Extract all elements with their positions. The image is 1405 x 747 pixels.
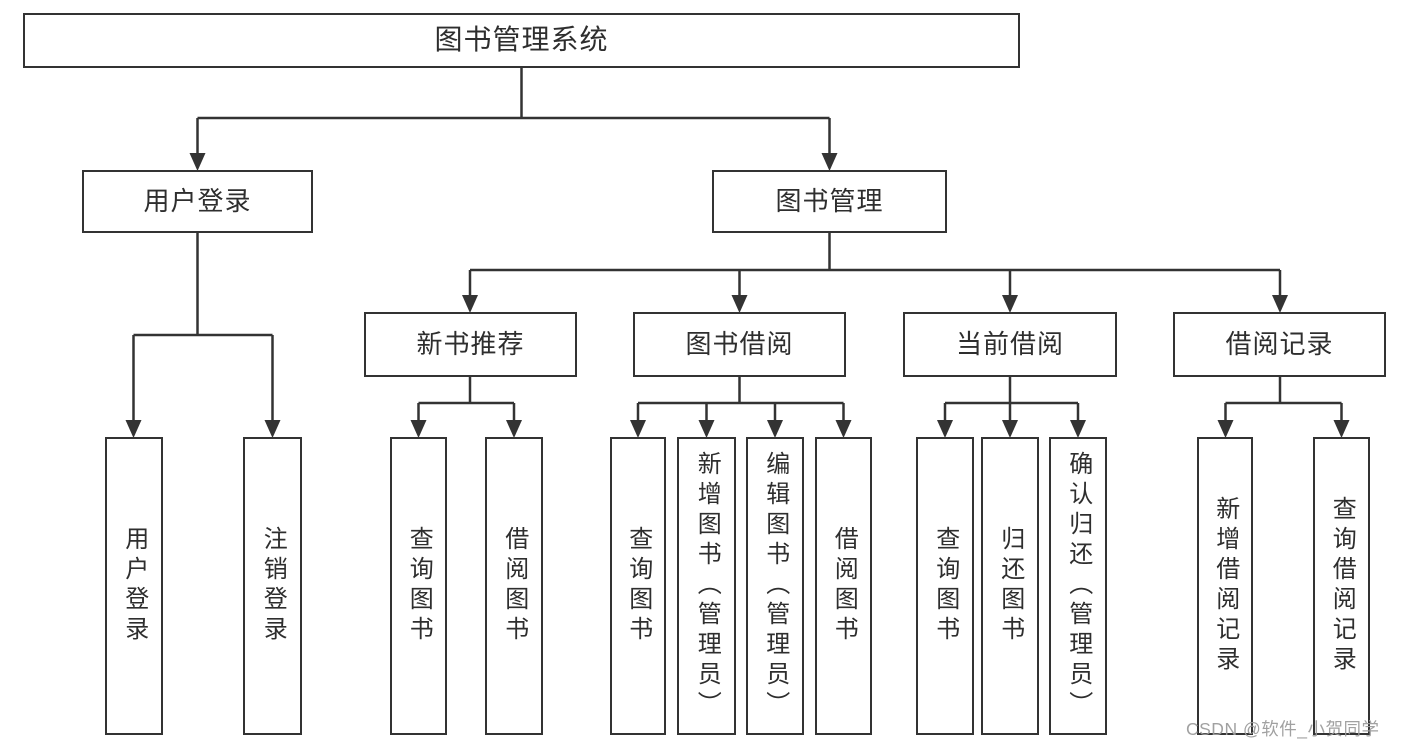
arrow-down-icon	[1217, 420, 1234, 438]
arrow-down-icon	[506, 420, 522, 438]
arrow-down-icon	[937, 420, 953, 438]
arrow-down-icon	[1333, 420, 1350, 438]
node-new-book-recommend: 新书推荐	[364, 312, 577, 377]
arrow-down-icon	[698, 420, 715, 438]
leaf-query-books-current: 查询图书	[916, 437, 974, 735]
arrow-down-icon	[767, 420, 783, 438]
arrow-down-icon	[821, 153, 838, 171]
arrow-down-icon	[1002, 295, 1018, 313]
leaf-add-book-admin: 新增图书（管理员）	[677, 437, 736, 735]
leaf-logout: 注销登录	[243, 437, 302, 735]
leaf-confirm-return-admin: 确认归还（管理员）	[1049, 437, 1107, 735]
arrow-down-icon	[731, 295, 748, 313]
connector-book-borrowing-group	[630, 377, 852, 438]
csdn-watermark: CSDN @软件_小贺同学	[1186, 719, 1380, 739]
leaf-edit-book-admin: 编辑图书（管理员）	[746, 437, 804, 735]
arrow-down-icon	[125, 420, 142, 438]
connector-borrowing-records-group	[1217, 377, 1350, 438]
arrow-down-icon	[630, 420, 646, 438]
leaf-user-login: 用户登录	[105, 437, 163, 735]
node-user-login: 用户登录	[82, 170, 313, 233]
node-library-management-system: 图书管理系统	[23, 13, 1020, 68]
arrow-down-icon	[1002, 420, 1018, 438]
leaf-add-borrow-record: 新增借阅记录	[1197, 437, 1253, 735]
connector-new-book-recommend-group	[410, 377, 522, 438]
arrow-down-icon	[1272, 295, 1288, 313]
connector-root-to-level2	[189, 68, 838, 171]
arrow-down-icon	[462, 295, 478, 313]
arrow-down-icon	[410, 420, 427, 438]
leaf-borrow-books: 借阅图书	[815, 437, 872, 735]
leaf-query-books-borrowing: 查询图书	[610, 437, 666, 735]
connector-book-management-group	[462, 233, 1288, 313]
connector-user-login-group	[125, 233, 281, 438]
connector-current-borrowing-group	[937, 377, 1086, 438]
node-book-borrowing: 图书借阅	[633, 312, 846, 377]
node-current-borrowing: 当前借阅	[903, 312, 1117, 377]
node-book-management: 图书管理	[712, 170, 947, 233]
arrow-down-icon	[189, 153, 206, 171]
node-borrowing-records: 借阅记录	[1173, 312, 1386, 377]
arrow-down-icon	[835, 420, 852, 438]
leaf-return-books: 归还图书	[981, 437, 1039, 735]
leaf-query-books-recommend: 查询图书	[390, 437, 447, 735]
leaf-query-borrow-record: 查询借阅记录	[1313, 437, 1370, 735]
arrow-down-icon	[264, 420, 281, 438]
arrow-down-icon	[1070, 420, 1086, 438]
leaf-borrow-books-recommend: 借阅图书	[485, 437, 543, 735]
